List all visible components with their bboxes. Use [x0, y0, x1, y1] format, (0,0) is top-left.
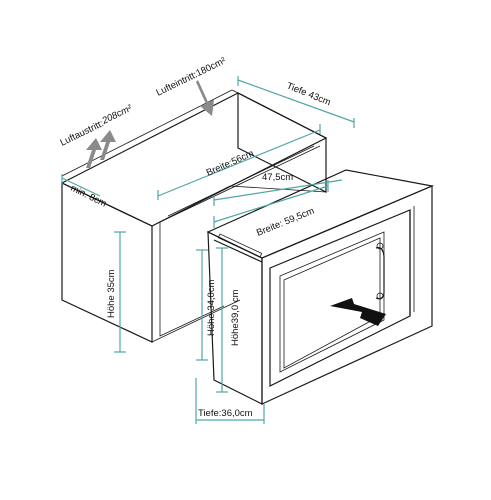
microwave-front: [261, 185, 433, 405]
label-cabinet-height: Höhe 35cm: [106, 269, 117, 318]
mounting-bracket: [217, 233, 263, 258]
label-microwave-width: Breite: 59,5cm: [255, 206, 316, 239]
microwave: [206, 169, 435, 405]
dim-cabinet-depth: [237, 79, 355, 123]
insert-direction-arrow-icon: [330, 298, 386, 326]
label-microwave-total-height: Höhe39,0 cm: [230, 289, 241, 346]
cabinet-opening-edge: [151, 226, 241, 343]
handle-knob: [376, 292, 384, 300]
dim-cabinet-width: [157, 129, 321, 197]
air-outlet-arrows-icon: [86, 130, 116, 168]
microwave-window: [279, 231, 385, 373]
label-microwave-body-height: Höhe 34,0cm: [206, 279, 217, 336]
label-air-intake: Lufteintritt:180cm²: [154, 55, 227, 98]
label-cabinet-width: Breite:56cm: [205, 148, 256, 179]
label-microwave-depth: Tiefe:36,0cm: [198, 408, 253, 419]
handle-knob-top: [376, 242, 384, 250]
cabinet-back-corner: [231, 89, 239, 94]
microwave-window-inner: [283, 237, 381, 369]
cabinet-inner-shelf: [151, 185, 231, 227]
label-min-gap: min. 8cm: [69, 183, 109, 210]
cabinet-opening-inner: [159, 222, 225, 337]
air-intake-arrow-icon: [196, 80, 214, 116]
frame-lip: [213, 239, 263, 263]
cabinet-inner-back: [229, 185, 327, 193]
cabinet: [60, 89, 328, 343]
dim-opening-depth: [213, 179, 343, 201]
dimension-lines: [61, 76, 355, 424]
label-opening-depth: 47,5cm: [262, 172, 293, 183]
dim-min-gap: [61, 177, 101, 197]
cabinet-right-face: [237, 92, 327, 193]
dim-microwave-width: [213, 185, 329, 223]
cabinet-opening-top-inner: [167, 145, 315, 217]
microwave-door: [269, 209, 411, 387]
label-cabinet-depth: Tiefe 43cm: [285, 81, 332, 109]
cabinet-opening-top: [159, 145, 321, 223]
label-air-outlet-value: 208cm²: [100, 103, 135, 128]
